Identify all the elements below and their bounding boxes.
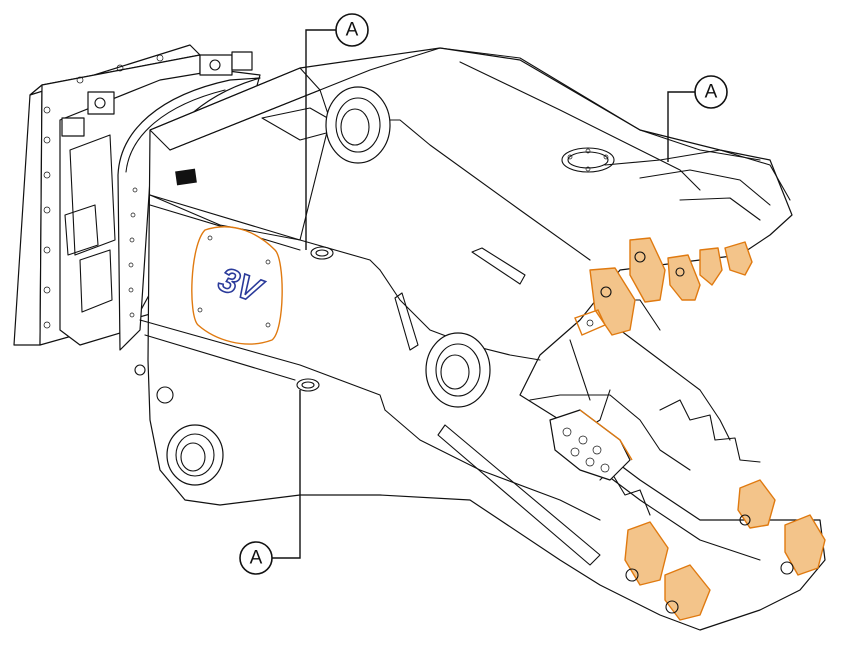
callout-bottom-label: A	[250, 548, 263, 569]
main-body	[139, 47, 826, 631]
cutter-blade	[549, 309, 633, 481]
logo-plate: 3V	[191, 226, 283, 345]
main-pivot-pin	[425, 332, 491, 408]
upper-pivot-pin	[325, 86, 391, 164]
callout-right: A	[667, 75, 728, 162]
callout-bottom: A	[239, 390, 301, 575]
callout-top-label: A	[346, 20, 359, 41]
hydraulic-fittings	[61, 51, 253, 137]
rail-holes	[134, 246, 334, 404]
callout-right-label: A	[705, 82, 718, 103]
lower-wear-teeth	[624, 479, 826, 621]
lower-pin	[166, 424, 224, 486]
callout-top: A	[305, 13, 369, 250]
